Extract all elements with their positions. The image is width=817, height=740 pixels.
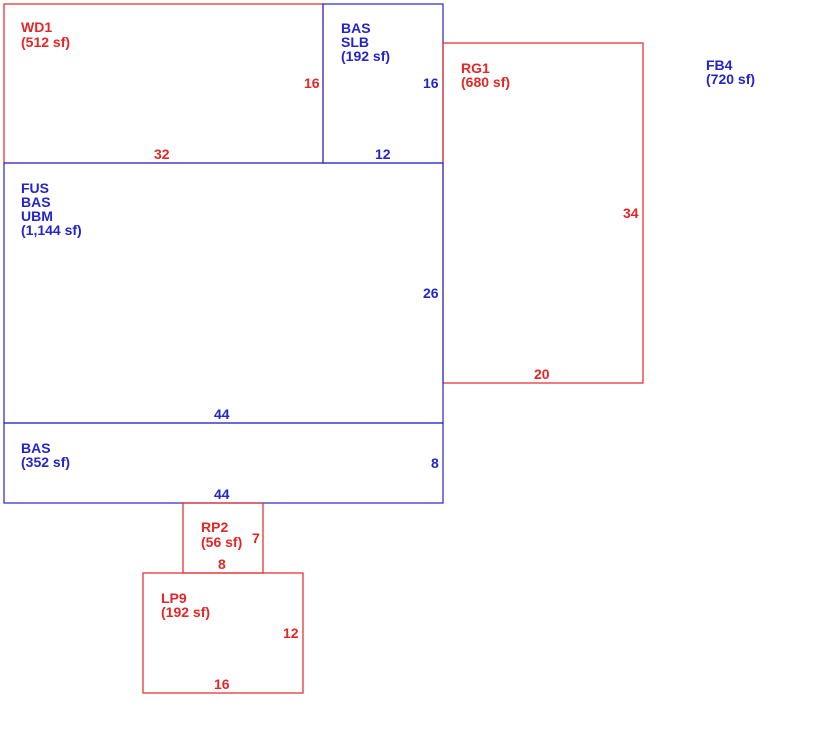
area-fb4-label-2: (720 sf) xyxy=(706,71,755,87)
area-fus-bas-ubm-dim-side: 26 xyxy=(423,285,439,301)
area-fb4-label-1: FB4 xyxy=(706,57,733,73)
area-bas-dim-bottom: 44 xyxy=(214,486,230,502)
area-rp2-label-2: (56 sf) xyxy=(201,534,242,550)
area-bas-slb-dim-side: 16 xyxy=(423,75,439,91)
area-fus-bas-ubm-label-4: (1,144 sf) xyxy=(21,222,82,238)
area-bas-slb-label-1: BAS xyxy=(341,20,371,36)
area-lp9-label-1: LP9 xyxy=(161,590,187,606)
area-rp2-dim-bottom: 8 xyxy=(218,556,226,572)
area-wd1-label-1: WD1 xyxy=(21,19,52,35)
area-wd1-label-2: (512 sf) xyxy=(21,34,70,50)
area-bas-slb: BAS SLB (192 sf) 16 12 xyxy=(322,3,444,164)
area-lp9-outline xyxy=(142,572,304,694)
area-lp9-dim-bottom: 16 xyxy=(214,676,230,692)
area-bas-dim-side: 8 xyxy=(431,455,439,471)
area-fus-bas-ubm-dim-bottom: 44 xyxy=(214,406,230,422)
area-rg1-outline xyxy=(442,42,644,384)
area-bas-label-2: (352 sf) xyxy=(21,454,70,470)
area-fus-bas-ubm-label-2: BAS xyxy=(21,194,51,210)
area-rg1-dim-side: 34 xyxy=(623,205,639,221)
area-fus-bas-ubm-label-3: UBM xyxy=(21,208,53,224)
area-rg1: RG1 (680 sf) 34 20 xyxy=(442,42,644,384)
area-fb4: FB4 (720 sf) xyxy=(706,57,755,87)
area-rg1-dim-bottom: 20 xyxy=(534,366,550,382)
area-bas-slb-dim-bottom: 12 xyxy=(375,146,391,162)
area-bas-label-1: BAS xyxy=(21,440,51,456)
area-rp2-label-1: RP2 xyxy=(201,519,228,535)
area-rg1-label-2: (680 sf) xyxy=(461,74,510,90)
area-lp9: LP9 (192 sf) 12 16 xyxy=(142,572,304,694)
area-rp2-dim-side: 7 xyxy=(252,530,260,546)
area-fus-bas-ubm-label-1: FUS xyxy=(21,180,49,196)
area-wd1-dim-bottom: 32 xyxy=(154,146,170,162)
area-bas: BAS (352 sf) 8 44 xyxy=(3,422,444,504)
area-lp9-label-2: (192 sf) xyxy=(161,604,210,620)
area-bas-slb-label-3: (192 sf) xyxy=(341,48,390,64)
area-wd1: WD1 (512 sf) 16 32 xyxy=(3,3,324,164)
area-rp2: RP2 (56 sf) 7 8 xyxy=(182,502,264,574)
area-wd1-dim-side: 16 xyxy=(304,75,320,91)
area-bas-slb-label-2: SLB xyxy=(341,34,369,50)
area-fus-bas-ubm: FUS BAS UBM (1,144 sf) 26 44 xyxy=(3,162,444,424)
area-lp9-dim-side: 12 xyxy=(283,625,299,641)
area-fus-bas-ubm-outline xyxy=(3,162,444,424)
area-rg1-label-1: RG1 xyxy=(461,60,490,76)
